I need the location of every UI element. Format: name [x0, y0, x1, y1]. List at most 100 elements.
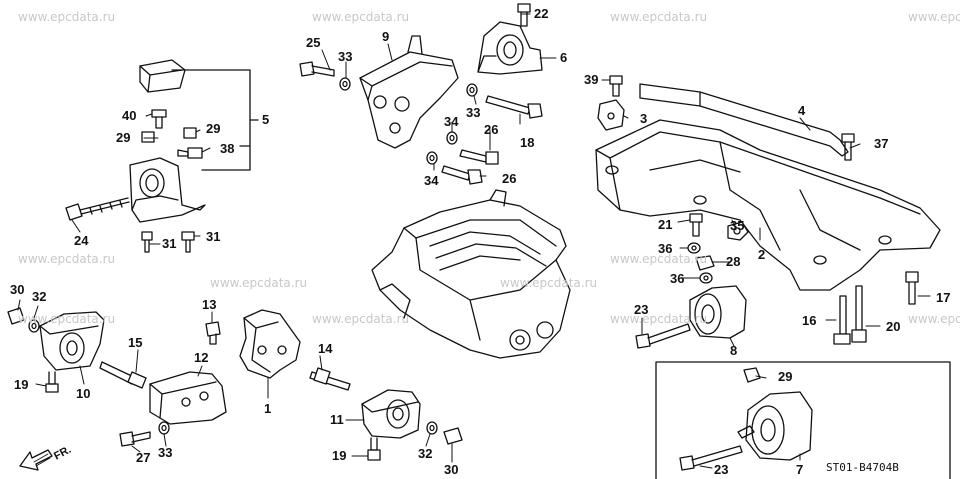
callout-30: 30: [10, 282, 25, 297]
bolt-23b: [679, 445, 743, 471]
callout-19: 19: [332, 448, 347, 463]
callout-29: 29: [206, 121, 221, 136]
callout-15: 15: [128, 335, 143, 350]
callout-14: 14: [318, 341, 333, 356]
callout-24: 24: [74, 233, 89, 248]
watermark: www.epcdata.ru: [610, 312, 708, 326]
callout-22: 22: [534, 6, 549, 21]
nut-30a: [7, 307, 25, 325]
callout-40: 40: [122, 108, 137, 123]
nut-35: [727, 221, 749, 241]
callout-19: 19: [14, 377, 29, 392]
watermark: www.epcdata.ru: [500, 276, 598, 290]
washer-36b: [699, 272, 713, 284]
callout-18: 18: [520, 135, 535, 150]
washer-34a: [446, 131, 458, 145]
bolt-26b: [441, 165, 483, 185]
nut-29c: [743, 367, 761, 383]
bolt-24: [65, 197, 130, 221]
front-direction-arrow: [19, 449, 53, 471]
bolt-23a: [635, 323, 691, 349]
bolt-38: [177, 147, 203, 159]
bolt-18: [485, 95, 543, 119]
callout-25: 25: [306, 35, 321, 50]
callout-6: 6: [560, 50, 568, 65]
bolt-37: [841, 133, 855, 161]
callout-33: 33: [158, 445, 173, 460]
washer-32a: [28, 319, 40, 333]
callout-29: 29: [116, 130, 131, 145]
bolt-25: [299, 61, 335, 77]
callout-11: 11: [330, 412, 344, 427]
callout-26: 26: [484, 122, 499, 137]
callout-27: 27: [136, 450, 151, 465]
callout-32: 32: [418, 446, 433, 461]
washer-33c: [158, 421, 170, 435]
callout-23: 23: [634, 302, 649, 317]
nut-29a: [141, 131, 155, 143]
watermark: www.epc: [908, 10, 960, 24]
callout-2: 2: [758, 247, 766, 262]
callout-33: 33: [466, 105, 481, 120]
mount-11: [361, 389, 421, 439]
bolt-39: [609, 75, 623, 97]
bolt-20: [851, 285, 867, 343]
diagram-code: ST01-B4704B: [826, 461, 899, 474]
callout-30: 30: [444, 462, 459, 477]
watermark: www.epc: [908, 312, 960, 326]
callout-33: 33: [338, 49, 353, 64]
callout-17: 17: [936, 290, 951, 305]
watermark: www.epcdata.ru: [312, 10, 410, 24]
nut-30b: [443, 427, 463, 445]
mount-7: [737, 391, 813, 461]
inset-box: [655, 361, 951, 479]
callout-28: 28: [726, 254, 741, 269]
callout-21: 21: [658, 217, 673, 232]
callout-32: 32: [32, 289, 47, 304]
bolt-19a: [45, 371, 59, 393]
mount-bracket-5-group: [129, 59, 259, 223]
callout-31: 31: [206, 229, 221, 244]
bolt-17: [905, 271, 919, 305]
callout-37: 37: [874, 136, 889, 151]
callout-23: 23: [714, 462, 729, 477]
callout-9: 9: [382, 29, 390, 44]
nut-3: [597, 99, 625, 131]
mount-bracket-9: [359, 35, 459, 149]
engine-block: [371, 189, 571, 359]
callout-12: 12: [194, 350, 209, 365]
callout-36: 36: [658, 241, 673, 256]
washer-32b: [426, 421, 438, 435]
mount-8: [689, 285, 747, 339]
subframe-2: [595, 119, 941, 291]
nut-29b: [183, 127, 197, 139]
watermark: www.epcdata.ru: [610, 252, 708, 266]
stud-14: [309, 367, 351, 391]
bolt-40: [151, 109, 167, 129]
callout-3: 3: [640, 111, 648, 126]
callout-7: 7: [796, 462, 804, 477]
mount-6: [477, 21, 543, 75]
callout-35: 35: [730, 218, 745, 233]
bolt-26a: [459, 149, 499, 165]
washer-34b: [426, 151, 438, 165]
washer-33a: [339, 77, 351, 91]
callout-31: 31: [162, 236, 177, 251]
callout-34: 34: [444, 114, 459, 129]
callout-34: 34: [424, 173, 439, 188]
bolt-31b: [181, 231, 195, 253]
bolt-13: [205, 321, 221, 345]
bracket-1: [239, 309, 301, 379]
callout-13: 13: [202, 297, 217, 312]
callout-39: 39: [584, 72, 599, 87]
mount-10: [39, 311, 105, 371]
callout-4: 4: [798, 103, 806, 118]
bolt-27: [119, 431, 151, 447]
watermark: www.epcdata.ru: [610, 10, 708, 24]
callout-38: 38: [220, 141, 235, 156]
bolt-22: [517, 3, 531, 27]
bolt-16: [833, 295, 851, 345]
stud-15: [99, 361, 147, 389]
callout-26: 26: [502, 171, 517, 186]
